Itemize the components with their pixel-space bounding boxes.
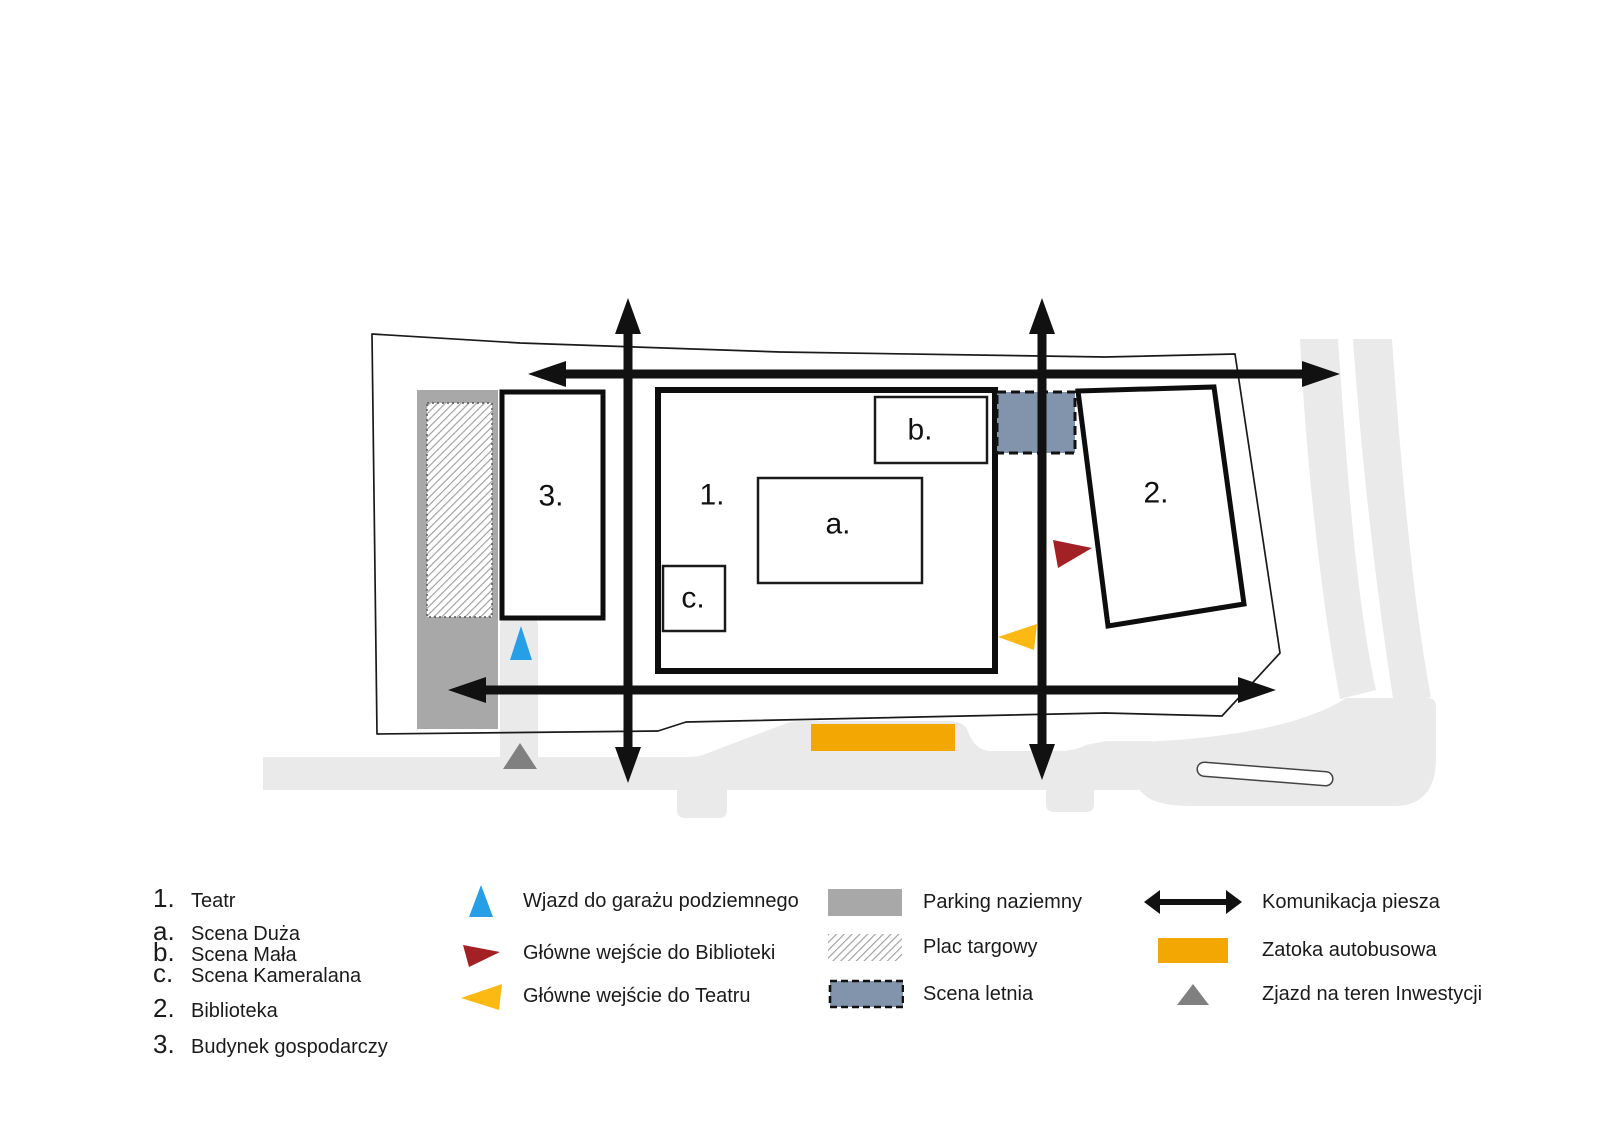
- legend-item-wejscie-biblioteka: Główne wejście do Biblioteki: [456, 933, 775, 973]
- triangle-up-gray-icon: [1143, 983, 1243, 1006]
- legend-item-plac-targowy: Plac targowy: [828, 927, 1038, 967]
- legend-label: Wjazd do garażu podziemnego: [523, 889, 799, 912]
- legend-item-wejscie-teatr: Główne wejście do Teatru: [456, 976, 751, 1016]
- legend-item-zjazd-inwestycja: Zjazd na teren Inwestycji: [1143, 974, 1482, 1014]
- legend-item-scena-letnia: Scena letnia: [828, 974, 1033, 1014]
- road-stub-left: [677, 788, 727, 818]
- site-access-marker: [503, 743, 537, 769]
- library-entrance-marker: [1053, 540, 1092, 568]
- legend-label: Biblioteka: [191, 1000, 278, 1022]
- summer-stage-area: [995, 390, 1077, 455]
- triangle-right-red-icon: [456, 938, 506, 968]
- scene-a-label: a.: [825, 508, 850, 541]
- scene-c-label: c.: [681, 582, 704, 615]
- legend-label: Zatoka autobusowa: [1262, 938, 1437, 961]
- building-3-label: 3.: [538, 480, 563, 513]
- dashed-blue-swatch-icon: [828, 979, 904, 1010]
- legend-label: Scena Kameralana: [191, 965, 362, 987]
- legend-num: b.: [153, 937, 175, 967]
- legend-item-teatr: 1. Teatr: [153, 883, 235, 917]
- legend-label: Parking naziemny: [923, 890, 1082, 913]
- road-right-junction: [1140, 698, 1436, 806]
- hatch-swatch-icon: [828, 933, 904, 961]
- market-square-area: [426, 402, 493, 618]
- legend-item-wjazd-garaz: Wjazd do garażu podziemnego: [456, 881, 799, 921]
- legend-num: c.: [153, 958, 174, 988]
- building-2-outline: [1075, 384, 1247, 629]
- building-2-label: 2.: [1143, 477, 1168, 510]
- legend-label: Scena letnia: [923, 982, 1034, 1005]
- pedestrian-arrow-horizontal-bottom: [448, 677, 1276, 703]
- building-1-label: 1.: [699, 479, 724, 512]
- legend-num: 2.: [153, 993, 175, 1023]
- gray-swatch-icon: [828, 888, 904, 916]
- theatre-entrance-marker: [998, 624, 1037, 650]
- road-diagonal-right: [1353, 339, 1431, 704]
- legend-label: Teatr: [191, 890, 236, 912]
- orange-swatch-icon: [1143, 937, 1243, 963]
- legend-item-scena-duza: a. Scena Duża: [153, 916, 300, 950]
- legend-item-scena-kameralana: c. Scena Kameralana: [153, 958, 361, 992]
- bus-bay-area: [811, 724, 955, 751]
- triangle-left-yellow-icon: [456, 982, 506, 1011]
- scene-b-label: b.: [907, 414, 932, 447]
- legend-item-scena-mala: b. Scena Mała: [153, 937, 297, 971]
- legend-item-biblioteka: 2. Biblioteka: [153, 993, 278, 1027]
- legend-num: 3.: [153, 1029, 175, 1059]
- legend-item-parking-naziemny: Parking naziemny: [828, 882, 1082, 922]
- scene-c-outline: [661, 564, 727, 633]
- double-arrow-icon: [1143, 889, 1243, 915]
- legend-num: 1.: [153, 883, 175, 913]
- legend-label: Plac targowy: [923, 935, 1038, 958]
- building-3-outline: [499, 389, 606, 621]
- pedestrian-arrow-vertical-right: [1029, 298, 1055, 780]
- legend-item-komunikacja-piesza: Komunikacja piesza: [1143, 882, 1440, 922]
- legend-label: Scena Mała: [191, 944, 297, 966]
- road-diagonal-left: [1300, 339, 1376, 699]
- legend-item-budynek-gospodarczy: 3. Budynek gospodarczy: [153, 1029, 388, 1063]
- road-stub-right: [1046, 788, 1094, 812]
- pedestrian-arrows: [448, 298, 1340, 783]
- legend-label: Scena Duża: [191, 923, 300, 945]
- scene-a-outline: [756, 476, 924, 585]
- legend-label: Komunikacja piesza: [1262, 890, 1440, 913]
- legend-num: a.: [153, 916, 175, 946]
- garage-entry-marker: [510, 626, 532, 660]
- pedestrian-arrow-vertical-left: [615, 298, 641, 783]
- traffic-island: [1196, 761, 1334, 787]
- legend-label: Zjazd na teren Inwestycji: [1262, 982, 1483, 1005]
- pedestrian-arrow-horizontal-top: [528, 361, 1340, 387]
- legend-item-zatoka-autobusowa: Zatoka autobusowa: [1143, 930, 1437, 970]
- legend-label: Główne wejście do Biblioteki: [523, 941, 776, 964]
- triangle-up-blue-icon: [456, 884, 506, 918]
- legend-label: Budynek gospodarczy: [191, 1036, 388, 1058]
- scene-b-outline: [873, 395, 989, 465]
- road-bottom-band: [263, 721, 1152, 790]
- legend-label: Główne wejście do Teatru: [523, 984, 751, 1007]
